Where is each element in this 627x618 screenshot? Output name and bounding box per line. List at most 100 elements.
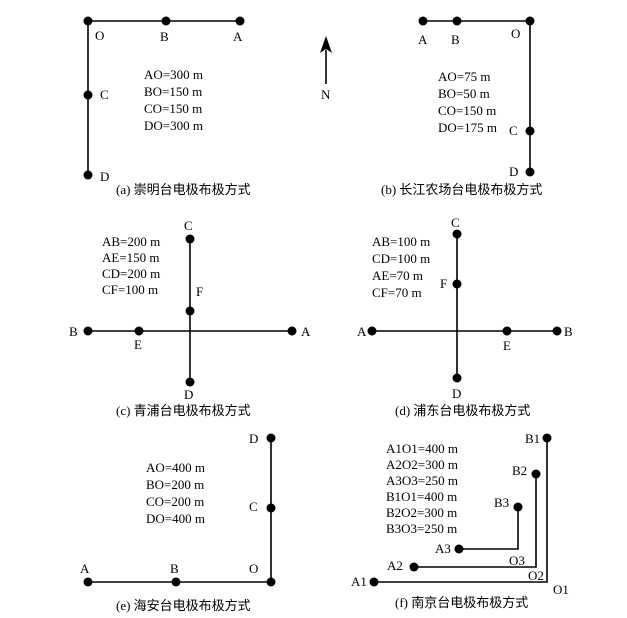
panel-f-label-b2: B2: [512, 463, 527, 478]
panel-c-distance-2: AE=150 m: [102, 250, 160, 265]
panel-d-label-a: A: [357, 324, 367, 339]
panel-d-distance-1: AB=100 m: [372, 234, 430, 249]
panel-a-electrode-c: [83, 90, 93, 100]
panel-c-electrode-f: [185, 306, 195, 316]
panel-d-label-d: D: [452, 386, 461, 401]
panel-f: B1 B2 B3 A3 O3 A2 O2 A1 O1 A1O1=400 m A2…: [351, 431, 569, 610]
panel-f-label-o3: O3: [509, 553, 525, 568]
panel-b-label-b: B: [451, 32, 460, 47]
panel-a-electrode-a: [235, 16, 245, 26]
panel-b-distance-2: BO=50 m: [438, 86, 490, 101]
panel-c-distance-4: CF=100 m: [102, 282, 158, 297]
panel-b-label-c: C: [509, 123, 518, 138]
panel-a-distance-1: AO=300 m: [144, 67, 203, 82]
panel-a-distance-3: CO=150 m: [144, 101, 202, 116]
panel-f-label-b3: B3: [494, 495, 509, 510]
panel-b: A B O C D AO=75 m BO=50 m CO=150 m DO=17…: [381, 16, 542, 197]
panel-a-electrode-b: [161, 16, 171, 26]
panel-d-distance-4: CF=70 m: [372, 285, 422, 300]
panel-b-electrode-b: [452, 16, 462, 26]
panel-f-label-b1: B1: [525, 431, 540, 446]
panel-f-line-a3-o3-b3: [459, 507, 519, 550]
panel-e-label-b: B: [170, 561, 179, 576]
panel-a-distance-2: BO=150 m: [144, 84, 202, 99]
panel-a-electrode-o: [83, 16, 93, 26]
panel-d-distance-3: AE=70 m: [372, 268, 423, 283]
panel-a-electrode-d: [83, 170, 93, 180]
panel-c-electrode-e: [134, 326, 144, 336]
panel-f-distance-3: A3O3=250 m: [386, 473, 458, 488]
panel-f-label-a1: A1: [351, 574, 367, 589]
panel-f-label-a2: A2: [387, 558, 403, 573]
panel-b-distance-3: CO=150 m: [438, 103, 496, 118]
panel-c-electrode-c: [185, 234, 195, 244]
panel-e-distance-2: BO=200 m: [146, 477, 204, 492]
panel-d-label-f: F: [440, 276, 447, 291]
panel-e-electrode-a: [83, 577, 93, 587]
panel-f-caption: (f) 南京台电极布极方式: [395, 595, 528, 610]
panel-a-label-b: B: [160, 29, 169, 44]
north-arrow-head: [320, 36, 332, 53]
panel-a-label-d: D: [100, 169, 109, 184]
panel-d-caption: (d) 浦东台电极布极方式: [395, 403, 530, 418]
panel-c-electrode-b: [83, 326, 93, 336]
panel-c-label-a: A: [301, 324, 311, 339]
panel-d-electrode-d: [452, 373, 462, 383]
panel-c-electrode-a: [287, 326, 297, 336]
panel-f-label-a3: A3: [435, 541, 451, 556]
panel-a: O B A C D AO=300 m BO=150 m CO=150 m DO=…: [83, 16, 251, 197]
panel-b-electrode-a: [418, 16, 428, 26]
panel-c-electrode-d: [185, 377, 195, 387]
panel-f-electrode-a2: [409, 562, 419, 572]
north-arrow: N: [320, 36, 332, 102]
panel-d: C F A E B D AB=100 m CD=100 m AE=70 m CF…: [357, 215, 573, 418]
panel-b-electrode-o: [525, 16, 535, 26]
panel-f-electrode-b1: [542, 433, 552, 443]
panel-a-caption: (a) 崇明台电极布极方式: [116, 182, 251, 197]
panel-d-electrode-b: [552, 326, 562, 336]
panel-f-distance-4: B1O1=400 m: [386, 489, 457, 504]
panel-d-label-c: C: [451, 215, 460, 230]
panel-d-distance-2: CD=100 m: [372, 251, 430, 266]
panel-e-label-d: D: [249, 431, 258, 446]
panel-f-electrode-a1: [369, 577, 379, 587]
panel-c-distance-1: AB=200 m: [102, 234, 160, 249]
panel-f-label-o1: O1: [553, 582, 569, 597]
panel-f-electrode-b3: [513, 502, 523, 512]
panel-c-label-e: E: [134, 337, 142, 352]
panel-f-distance-1: A1O1=400 m: [386, 441, 458, 456]
panel-f-electrode-a3: [454, 544, 464, 554]
panel-d-label-b: B: [564, 324, 573, 339]
panel-e-electrode-d: [266, 433, 276, 443]
panel-a-label-o: O: [95, 28, 104, 43]
panel-a-label-c: C: [100, 87, 109, 102]
panel-d-electrode-a: [367, 326, 377, 336]
panel-b-caption: (b) 长江农场台电极布极方式: [381, 182, 542, 197]
panel-e-label-c: C: [249, 499, 258, 514]
panel-f-line-a1-o1-b1: [374, 438, 548, 583]
panel-d-electrode-f: [452, 279, 462, 289]
panel-f-label-o2: O2: [528, 568, 544, 583]
panel-d-electrode-e: [502, 326, 512, 336]
panel-e-electrode-o: [266, 577, 276, 587]
panel-b-electrode-d: [525, 167, 535, 177]
panel-e-distance-1: AO=400 m: [146, 460, 205, 475]
panel-e-caption: (e) 海安台电极布极方式: [116, 598, 251, 613]
panel-b-label-a: A: [418, 32, 428, 47]
panel-e-label-o: O: [249, 561, 258, 576]
panel-d-label-e: E: [503, 338, 511, 353]
panel-c-label-c: C: [184, 218, 193, 233]
panel-c-distance-3: CD=200 m: [102, 266, 160, 281]
panel-a-label-a: A: [233, 29, 243, 44]
panel-d-electrode-c: [452, 229, 462, 239]
panel-c-caption: (c) 青浦台电极布极方式: [116, 403, 251, 418]
panel-c: C F B E A D AB=200 m AE=150 m CD=200 m C…: [69, 218, 311, 418]
panel-e-electrode-b: [171, 577, 181, 587]
panel-e-distance-3: CO=200 m: [146, 494, 204, 509]
panel-f-distance-2: A2O2=300 m: [386, 457, 458, 472]
panel-c-label-f: F: [196, 284, 203, 299]
panel-f-distance-6: B3O3=250 m: [386, 521, 457, 536]
panel-b-label-o: O: [511, 26, 520, 41]
panel-b-label-d: D: [509, 164, 518, 179]
